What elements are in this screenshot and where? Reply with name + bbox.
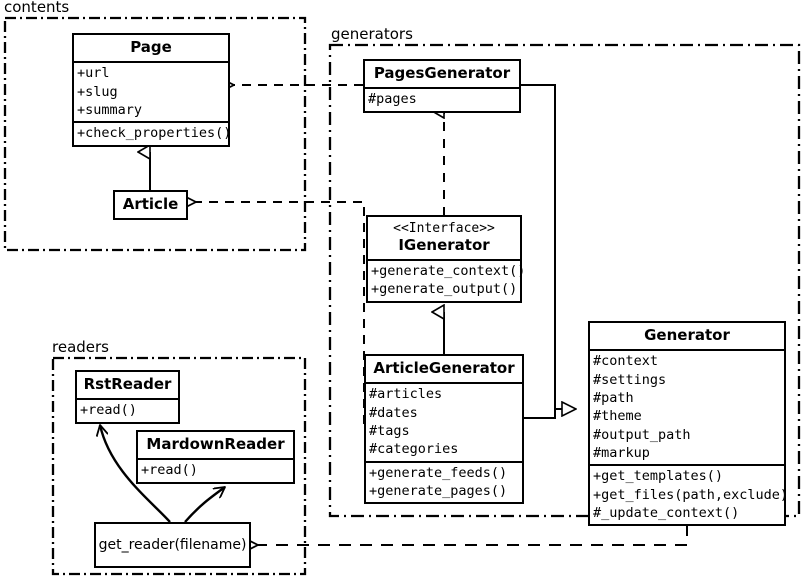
class-box-mardownreader[interactable]: MardownReader +read() <box>136 430 295 484</box>
method-row: +get_files(path,exclude) <box>593 486 789 503</box>
attribute-row: #tags <box>369 422 410 439</box>
class-title-rstreader: RstReader <box>83 375 172 393</box>
attribute-row: #dates <box>369 404 418 421</box>
attribute-row: #path <box>593 389 634 406</box>
class-methods-igenerator: +generate_context() +generate_output() <box>368 258 526 301</box>
readers-package-label: readers <box>52 338 109 356</box>
class-stereotype-igenerator: <<Interface>> <box>393 221 495 236</box>
attribute-row: #context <box>593 353 659 370</box>
method-row: +generate_feeds() <box>369 464 508 481</box>
class-attributes-articlegenerator: #articles #dates #tags #categories <box>366 382 522 460</box>
method-row: +get_templates() <box>593 468 724 485</box>
class-title-articlegenerator: ArticleGenerator <box>373 359 515 377</box>
function-box-get-reader[interactable]: get_reader(filename) <box>94 522 251 568</box>
class-title-igenerator: <<Interface>> IGenerator <box>368 217 520 259</box>
class-box-igenerator[interactable]: <<Interface>> IGenerator +generate_conte… <box>366 215 526 303</box>
class-methods-generator: +get_templates() +get_files(path,exclude… <box>590 464 789 524</box>
class-methods-page: +check_properties() <box>74 121 232 144</box>
class-attributes-generator: #context #settings #path #theme #output_… <box>590 349 784 464</box>
pagesgenerator-to-generator-generalization-line <box>521 84 572 410</box>
attribute-row: #settings <box>593 371 667 388</box>
articlegenerator-to-article-dependency-line <box>196 202 365 424</box>
contents-package-label: contents <box>4 0 70 16</box>
articlegenerator-to-generator-generalization-line <box>524 409 576 419</box>
class-title-article: Article <box>122 195 179 213</box>
class-attributes-pagesgenerator: #pages <box>365 87 519 110</box>
attribute-row: #categories <box>369 441 459 458</box>
class-title-page: Page <box>130 38 172 56</box>
attribute-row: #theme <box>593 408 642 425</box>
class-box-rstreader[interactable]: RstReader +read() <box>75 370 180 424</box>
method-row: #_update_context() <box>593 505 740 522</box>
class-methods-mardownreader: +read() <box>138 458 293 481</box>
attribute-row: +slug <box>77 83 118 100</box>
generators-package-label: generators <box>331 25 413 43</box>
class-box-article[interactable]: Article <box>113 190 188 221</box>
function-label-get-reader: get_reader(filename) <box>98 537 247 553</box>
class-methods-rstreader: +read() <box>77 398 178 421</box>
class-title-mardownreader: MardownReader <box>146 435 285 453</box>
class-name-igenerator: IGenerator <box>398 235 490 254</box>
class-box-generator[interactable]: Generator #context #settings #path #them… <box>588 321 789 527</box>
attribute-row: #articles <box>369 386 443 403</box>
class-methods-articlegenerator: +generate_feeds() +generate_pages() <box>366 460 522 503</box>
method-row: +read() <box>141 462 198 479</box>
class-title-generator: Generator <box>644 326 730 344</box>
method-row: +generate_context() <box>371 262 526 279</box>
attribute-row: #output_path <box>593 426 691 443</box>
method-row: +check_properties() <box>77 125 232 142</box>
attribute-row: #markup <box>593 445 650 462</box>
getreader-to-mardownreader-curve <box>184 486 225 523</box>
class-attributes-page: +url +slug +summary <box>74 61 228 121</box>
class-title-pagesgenerator: PagesGenerator <box>373 64 511 82</box>
attribute-row: +url <box>77 65 110 82</box>
attribute-row: +summary <box>77 101 143 118</box>
class-box-pagesgenerator[interactable]: PagesGenerator #pages <box>363 59 521 113</box>
method-row: +generate_output() <box>371 281 518 298</box>
attribute-row: #pages <box>368 91 417 108</box>
class-box-page[interactable]: Page +url +slug +summary +check_properti… <box>72 33 232 147</box>
method-row: +generate_pages() <box>369 483 508 500</box>
method-row: +read() <box>80 402 137 419</box>
class-box-articlegenerator[interactable]: ArticleGenerator #articles #dates #tags … <box>364 354 524 505</box>
